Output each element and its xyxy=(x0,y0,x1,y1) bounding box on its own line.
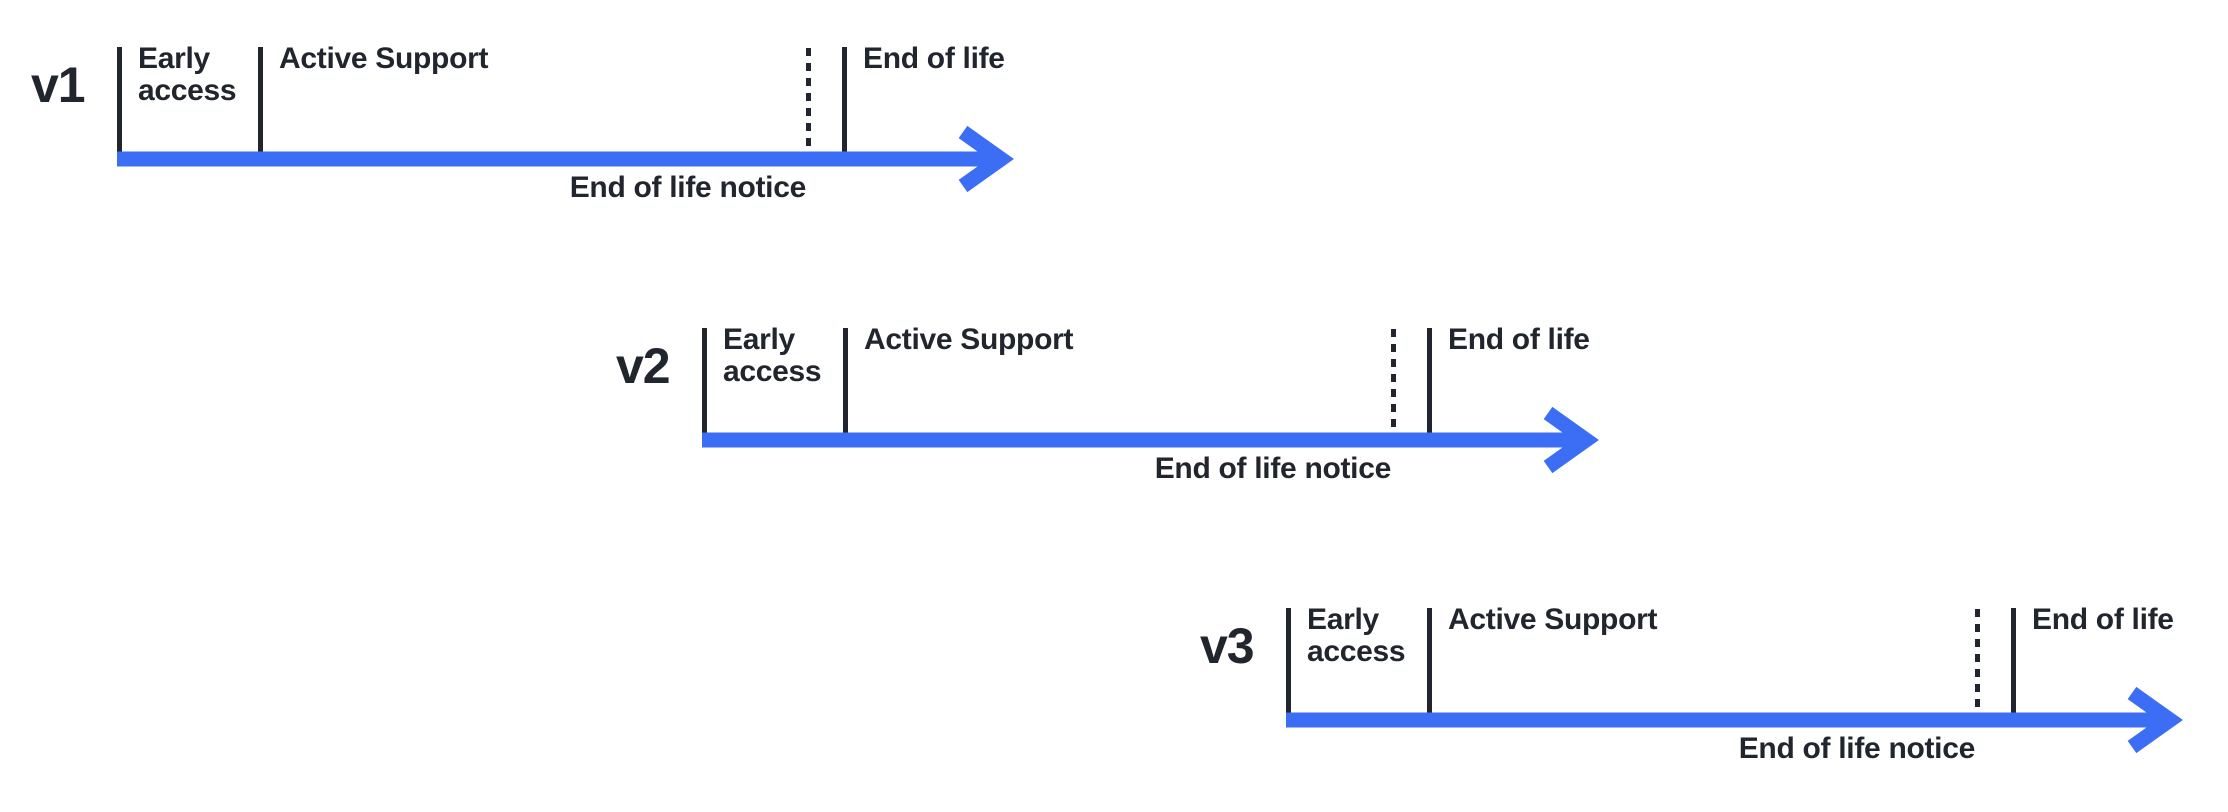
version-label: v3 xyxy=(1200,618,1255,674)
early-access-end-tick xyxy=(1427,608,1432,713)
arrow-head-icon xyxy=(2127,686,2183,754)
early-access-line1: Early xyxy=(138,42,210,75)
end-of-life-label: End of life xyxy=(1448,323,1590,356)
timeline-row-v3: v3 Early access Active Support End of li… xyxy=(1186,604,2226,808)
early-access-line1: Early xyxy=(1307,603,1379,636)
end-of-life-label: End of life xyxy=(863,42,1005,75)
timeline-start-tick xyxy=(1286,608,1291,713)
timeline-arrow xyxy=(702,406,1599,474)
timeline-arrow xyxy=(117,125,1014,193)
timeline-start-tick xyxy=(117,47,122,152)
eol-notice-dashed-tick xyxy=(1975,609,1980,708)
timeline-row-v2: v2 Early access Active Support End of li… xyxy=(602,324,1642,528)
early-access-line2: access xyxy=(138,74,237,107)
active-support-label: Active Support xyxy=(1448,603,1658,636)
timeline-start-tick xyxy=(702,328,707,433)
active-support-label: Active Support xyxy=(864,323,1074,356)
early-access-line1: Early xyxy=(723,323,795,356)
eol-notice-dashed-tick xyxy=(806,48,811,147)
end-of-life-notice-label: End of life notice xyxy=(1154,452,1392,485)
early-access-label: Early access xyxy=(138,42,237,107)
version-label: v2 xyxy=(616,338,671,394)
end-of-life-notice-label: End of life notice xyxy=(569,171,807,204)
end-of-life-tick xyxy=(2011,608,2016,713)
end-of-life-tick xyxy=(842,47,847,152)
end-of-life-tick xyxy=(1427,328,1432,433)
early-access-label: Early access xyxy=(1307,603,1406,668)
version-label: v1 xyxy=(31,57,86,113)
arrow-head-icon xyxy=(1543,406,1599,474)
early-access-end-tick xyxy=(258,47,263,152)
active-support-label: Active Support xyxy=(279,42,489,75)
end-of-life-notice-label: End of life notice xyxy=(1738,732,1976,765)
early-access-end-tick xyxy=(843,328,848,433)
end-of-life-label: End of life xyxy=(2032,603,2174,636)
timeline-row-v1: v1 Early access Active Support End of li… xyxy=(17,43,1057,247)
early-access-line2: access xyxy=(1307,635,1406,668)
eol-notice-dashed-tick xyxy=(1391,329,1396,428)
arrow-head-icon xyxy=(958,125,1014,193)
early-access-line2: access xyxy=(723,355,822,388)
timeline-arrow xyxy=(1286,686,2183,754)
early-access-label: Early access xyxy=(723,323,822,388)
